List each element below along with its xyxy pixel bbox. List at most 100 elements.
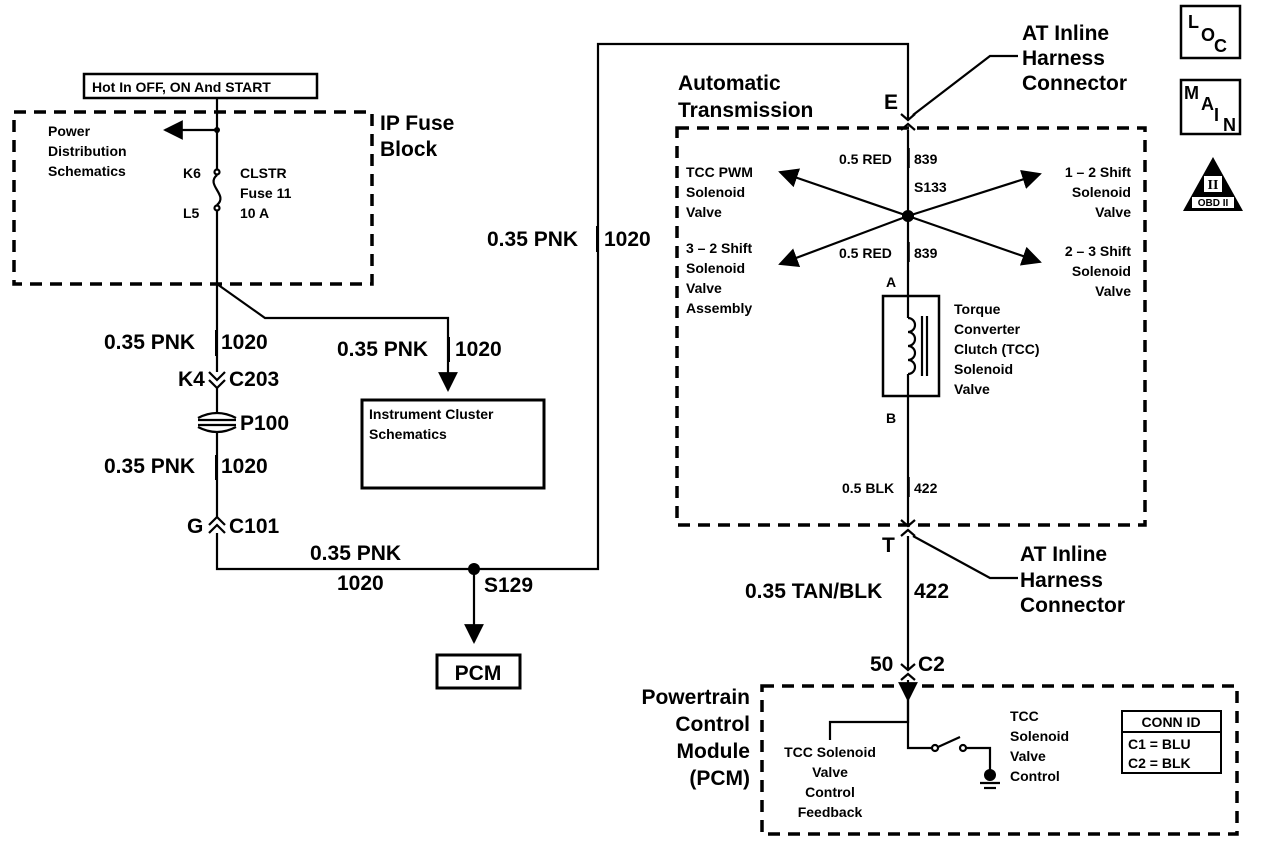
wire-1020-to-transmission (215, 42, 910, 571)
switch-blade (937, 735, 961, 749)
inline-connector-e-icon (900, 113, 916, 131)
svg-text:A: A (1201, 94, 1214, 114)
tcc-feedback-3: Control (805, 784, 855, 800)
wire-839-gauge-bottom: 0.5 RED (839, 245, 892, 261)
pcm-module-2: Control (675, 713, 750, 736)
wire-1020-gauge-3: 0.35 PNK (104, 455, 195, 478)
solenoid-coil-icon (906, 296, 929, 396)
control-wire (906, 700, 932, 750)
tcc-control-1: TCC (1010, 708, 1039, 724)
tcc-solenoid-1: Torque (954, 301, 1001, 317)
c101-name: C101 (229, 515, 280, 538)
ground-wire (966, 746, 992, 770)
wire-839-circuit-top: 839 (914, 151, 938, 167)
tcc-solenoid-3: Clutch (TCC) (954, 341, 1040, 357)
transmission-outline (675, 126, 1147, 527)
inline-connector-e-title-2: Harness (1022, 47, 1105, 70)
wire-1020-circuit-1: 1020 (221, 331, 268, 354)
tcc-feedback-2: Valve (812, 764, 848, 780)
automatic-transmission-1: Automatic (678, 72, 781, 95)
c101-pin: G (187, 515, 203, 538)
tcc-solenoid-2: Converter (954, 321, 1021, 337)
inline-connector-e-title-3: Connector (1022, 72, 1127, 95)
tcc-solenoid-4: Solenoid (954, 361, 1013, 377)
power-distribution-2: Distribution (48, 143, 127, 159)
tcc-feedback-1: TCC Solenoid (784, 744, 876, 760)
tcc-control-2: Solenoid (1010, 728, 1069, 744)
c203-name: C203 (229, 368, 279, 391)
shift-23-2: Solenoid (1072, 263, 1131, 279)
c203-pin: K4 (178, 368, 205, 391)
conn-id-table: CONN ID C1 = BLU C2 = BLK (1121, 710, 1222, 774)
inline-connector-t-pin: T (882, 534, 895, 557)
pcm-box (435, 653, 522, 690)
instrument-cluster-box (360, 398, 546, 490)
inline-connector-t-title-3: Connector (1020, 594, 1125, 617)
clstr-fuse (212, 168, 222, 284)
arrow-shift-12 (907, 169, 1042, 218)
svg-text:I: I (1214, 105, 1219, 125)
instrument-cluster-1: Instrument Cluster (369, 406, 494, 422)
wire-1020-gauge-1: 0.35 PNK (104, 331, 195, 354)
tcc-pin-b: B (886, 410, 896, 426)
tcc-pwm-3: Valve (686, 204, 722, 220)
arrow-shift-32 (778, 214, 909, 268)
pcm-box-label: PCM (455, 662, 502, 685)
shift-12-2: Solenoid (1072, 184, 1131, 200)
svg-text:C: C (1214, 36, 1227, 56)
c2-name: C2 (918, 653, 945, 676)
inline-connector-e-leader (912, 54, 1018, 116)
power-distribution-3: Schematics (48, 163, 126, 179)
tcc-control-4: Control (1010, 768, 1060, 784)
s133-label: S133 (914, 179, 947, 195)
wire-1020-circuit-4: 1020 (337, 572, 384, 595)
feedback-wire (828, 700, 910, 740)
shift-32-4: Assembly (686, 300, 752, 316)
pcm-module-4: (PCM) (689, 767, 750, 790)
hot-label-box: Hot In OFF, ON And START (82, 72, 319, 100)
loc-icon[interactable]: L O C (1179, 4, 1242, 60)
ip-fuse-block-title-2: Block (380, 138, 438, 161)
tcc-pwm-2: Solenoid (686, 184, 745, 200)
pcm-module-1: Powertrain (641, 686, 750, 709)
pcm-module-3: Module (677, 740, 751, 763)
fuse-pin-k6: K6 (183, 165, 201, 181)
wire-1020-gauge-2: 0.35 PNK (337, 338, 428, 361)
inline-connector-e-title-1: AT Inline (1022, 22, 1109, 45)
shift-32-3: Valve (686, 280, 722, 296)
wire-839-gauge-top: 0.5 RED (839, 151, 892, 167)
shift-23-1: 2 – 3 Shift (1065, 243, 1131, 259)
tcc-feedback-4: Feedback (798, 804, 863, 820)
switch-contact (930, 743, 940, 753)
p100-passthrough-icon (197, 411, 237, 434)
wire-422-gauge-inside: 0.5 BLK (842, 480, 894, 496)
shift-23-3: Valve (1095, 283, 1131, 299)
wire-1020-circuit-2: 1020 (455, 338, 502, 361)
c2-connector-icon (900, 663, 916, 681)
wire-422-circuit-outside: 422 (914, 580, 949, 603)
fuse-pin-l5: L5 (183, 205, 200, 221)
ground-icon (980, 769, 1000, 790)
shift-12-1: 1 – 2 Shift (1065, 164, 1131, 180)
ip-fuse-block-title-1: IP Fuse (380, 112, 454, 135)
fuse-name-2: Fuse 11 (240, 185, 292, 201)
inline-connector-e-pin: E (884, 91, 898, 114)
svg-text:OBD II: OBD II (1198, 198, 1229, 209)
shift-12-3: Valve (1095, 204, 1131, 220)
c203-connector-icon (208, 371, 226, 390)
inline-connector-t-title-1: AT Inline (1020, 543, 1107, 566)
inline-connector-t-leader (912, 535, 1018, 580)
inline-connector-t-title-2: Harness (1020, 569, 1103, 592)
pcm-module-outline (760, 684, 1239, 836)
conn-id-title: CONN ID (1141, 714, 1200, 730)
main-icon[interactable]: M A I N (1179, 78, 1242, 136)
inline-connector-t-icon (900, 519, 916, 537)
wire-1020-circuit-5: 1020 (604, 228, 651, 251)
wire-1020-gauge-4: 0.35 PNK (310, 542, 401, 565)
c2-pin: 50 (870, 653, 893, 676)
arrow-tcc-pwm (778, 168, 909, 218)
wire-422-gauge-outside: 0.35 TAN/BLK (745, 580, 882, 603)
obd-ii-icon[interactable]: II OBD II (1183, 157, 1243, 211)
svg-text:O: O (1201, 25, 1215, 45)
c101-connector-icon (208, 515, 226, 534)
